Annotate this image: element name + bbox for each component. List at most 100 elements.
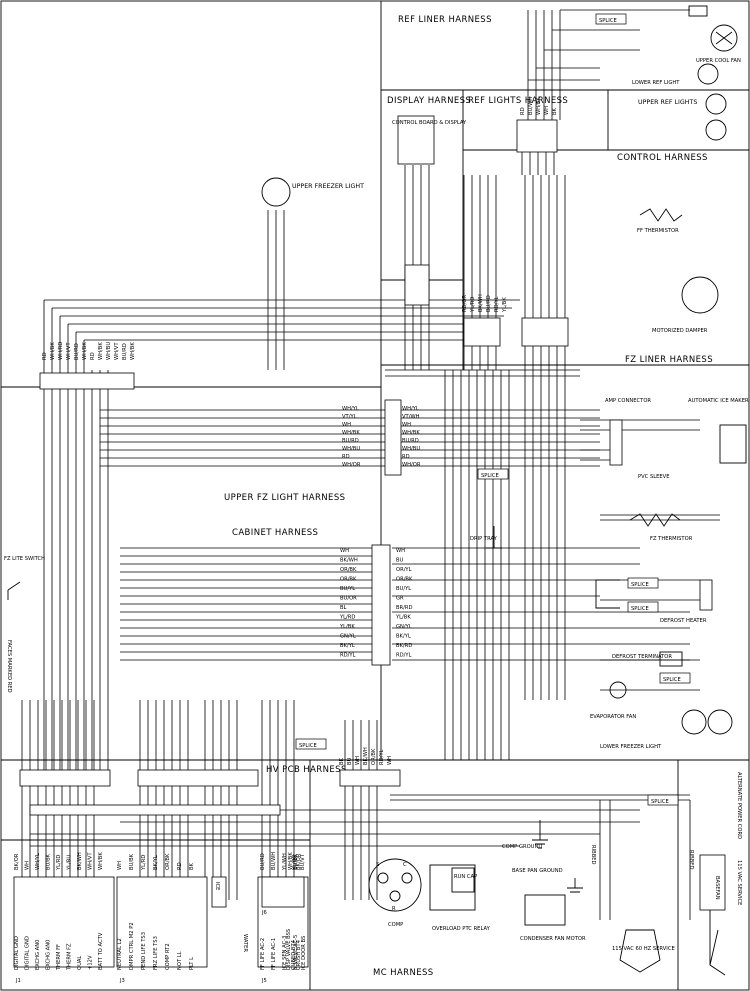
motorized-damper-icon xyxy=(681,276,719,314)
fz-connector xyxy=(384,399,402,476)
ice-maker-icon xyxy=(719,424,747,464)
pin-function-label: FRZ LIFE TS3 xyxy=(153,936,159,970)
wire-color-label: WH/VT xyxy=(114,342,120,360)
base-pan-ground-label: BASE PAN GROUND xyxy=(512,868,563,874)
section-titles: REF LINER HARNESS DISPLAY HARNESS REF LI… xyxy=(224,15,713,978)
splice-markers: SPLICE SPLICE SPLICE SPLICE SPLICE SPLIC… xyxy=(295,13,691,806)
comp-ground-label: COMP GROUND xyxy=(502,844,542,850)
upper-freezer-light-label: UPPER FREEZER LIGHT xyxy=(292,183,364,190)
lower-ref-light-bulb-icon xyxy=(697,63,719,85)
ribbed-label-2: RIBBED xyxy=(688,850,694,870)
automatic-ice-maker-label: AUTOMATIC ICE MAKER xyxy=(688,398,749,404)
upper-ref-light-1-icon xyxy=(705,93,727,115)
pin-function-label: CRUSH BT4 xyxy=(296,939,302,970)
wire-color-label: WH/BK xyxy=(536,97,542,115)
fz-lite-switch-label: FZ LITE SWITCH xyxy=(4,556,45,562)
component-labels: UPPER FREEZER LIGHT CONTROL BOARD & DISP… xyxy=(4,58,749,952)
wire-color-label: GN/YL xyxy=(340,634,356,640)
defrost-heater-icon xyxy=(595,579,620,609)
pin-function-label: THERM FF xyxy=(56,944,62,971)
wire-color-label: RD/YL xyxy=(494,296,500,312)
wire-color-label: BK xyxy=(552,107,558,115)
ice-block xyxy=(211,876,227,908)
splice-label: SPLICE xyxy=(631,582,649,588)
wire-color-label: YL/WH xyxy=(282,853,288,871)
wire-color-label: WH/BK xyxy=(342,430,360,436)
splice-label: SPLICE xyxy=(663,677,681,683)
fz-thermistor-label: FZ THERMISTOR xyxy=(650,536,693,542)
wire-color-label: WH/BK xyxy=(82,342,88,360)
pin-function-label: THERM FZ xyxy=(67,943,73,971)
wire-color-label: WH xyxy=(402,422,411,428)
water-label: WATER xyxy=(242,934,248,952)
pin-function-label: CUBED BT4 xyxy=(291,939,297,970)
amp-connector-block xyxy=(609,419,623,466)
comp-ground-icon xyxy=(532,820,548,849)
cabinet-connector xyxy=(371,544,391,666)
cabinet-wire-labels: WHBK/WHOR/BKOR/BKBU/YLBU/ORBLYL/RDYL/BKG… xyxy=(339,548,358,659)
wire-color-label: RD/OR xyxy=(462,295,468,312)
ff-thermistor-icon xyxy=(639,208,683,222)
pin-function-label: +12V xyxy=(88,955,94,970)
wire-color-label: GN/YL xyxy=(396,624,412,630)
pin-function-label: ICE SEN AC-3 xyxy=(282,936,288,970)
wire-color-label: BU/RD xyxy=(402,438,419,444)
ctrl-connector-right xyxy=(521,317,569,347)
compressor-icon xyxy=(368,858,422,912)
j1-id: J1 xyxy=(15,978,21,984)
wire-color-label: OR/BK xyxy=(371,748,377,765)
wire-color-label: WH xyxy=(396,548,405,554)
comp-terminal-s-icon xyxy=(377,872,389,884)
wire-color-label: BK/WH xyxy=(340,558,358,564)
overload-ptc-relay-icon xyxy=(429,864,476,911)
wire-color-label: BU/OR xyxy=(340,596,357,602)
splice-label: SPLICE xyxy=(481,473,499,479)
wire-color-label: OR/BK xyxy=(340,567,357,573)
wire-color-label: BK/YL xyxy=(340,643,355,649)
wire-color-label: WH/YL xyxy=(402,406,419,412)
splice-label: SPLICE xyxy=(599,18,617,24)
control-harness-title: CONTROL HARNESS xyxy=(617,153,708,163)
lower-ref-light-label: LOWER REF LIGHT xyxy=(632,80,680,86)
pin-function-label: DISP VALVE BSS xyxy=(286,929,292,970)
wire-color-label: WH/OR xyxy=(342,462,361,468)
wire-color-label: GR xyxy=(396,596,404,602)
wire-color-label: RD xyxy=(90,352,96,360)
wire-color-label: YL/BK xyxy=(502,297,508,313)
wire-color-label: YL/RD xyxy=(339,615,355,621)
upper-cool-fan-icon xyxy=(710,24,738,52)
wire-color-label: RD xyxy=(342,454,350,460)
upper-fz-light-harness-title: UPPER FZ LIGHT HARNESS xyxy=(224,493,345,503)
wire-color-label: OR/BK xyxy=(396,577,413,583)
wire-color-label: WH/BU xyxy=(106,342,112,360)
j5-id: J5 xyxy=(261,978,267,984)
comp-term-c: C xyxy=(403,862,407,868)
connector-blocks xyxy=(13,115,726,968)
ribbed-label: RIBBED xyxy=(590,845,596,865)
alt-service-label: 115 VAC SERVICE xyxy=(736,860,742,905)
wire-color-label: WH/BU xyxy=(342,446,360,452)
wire-color-label: WH/BK xyxy=(98,852,104,870)
lower-freezer-light-bulb-icon xyxy=(681,709,707,735)
defrost-heater-label: DEFROST HEATER xyxy=(660,618,707,624)
wire-color-label: WH/BK xyxy=(288,852,294,870)
control-board-block xyxy=(397,115,435,165)
wire-color-label: RD xyxy=(177,862,183,870)
cabinet-harness-title: CABINET HARNESS xyxy=(232,528,318,538)
pcb-board-bar xyxy=(29,804,281,816)
wire-color-label: WH/YL xyxy=(35,853,41,870)
pin-function-label: NOT LL xyxy=(177,951,183,970)
wire-color-label: BR/RD xyxy=(396,605,413,611)
comp-terminal-c-icon xyxy=(401,872,413,884)
base-pan-ground-icon xyxy=(567,878,583,893)
wire-color-label: RD xyxy=(42,352,48,360)
wire-color-label: VT/WH xyxy=(402,414,420,420)
wire-color-label: BK/YL xyxy=(153,855,159,870)
